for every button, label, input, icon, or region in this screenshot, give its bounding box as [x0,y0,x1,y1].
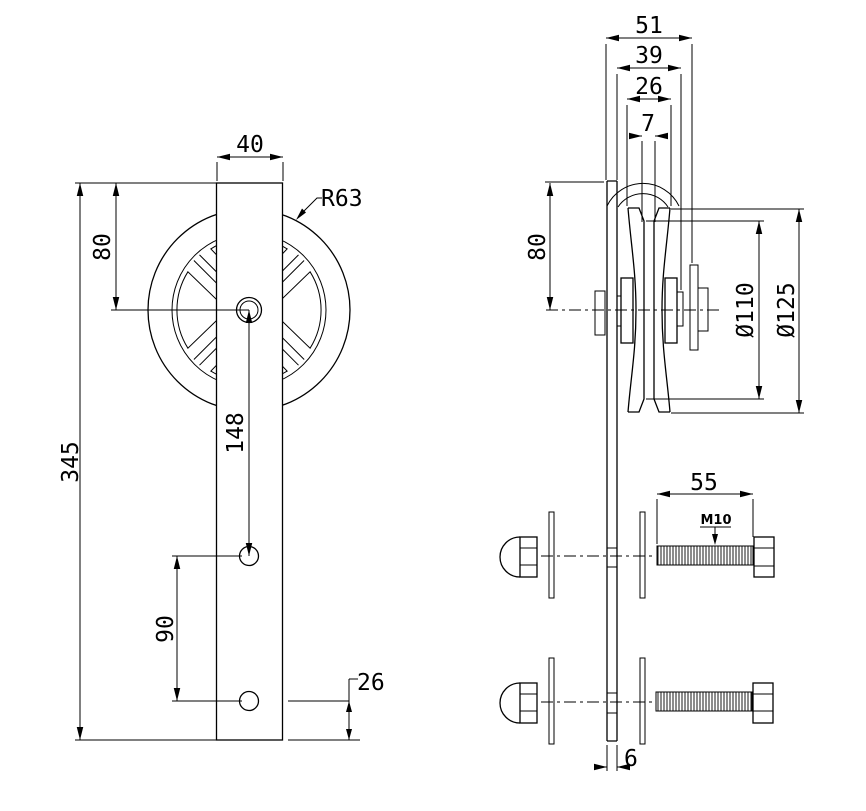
rail-inner-arc [617,193,669,208]
dim-side-inner-width-label: 39 [635,43,663,69]
dim-side-overall-width: 51 [605,13,693,263]
dome-nut-cap [499,682,521,724]
dim-side-groove-diameter: Ø110 [646,220,764,400]
dim-side-inner-width: 39 [616,43,682,290]
dim-front-hole-to-bottom: 26 [288,670,385,741]
dim-front-strap-length-label: 345 [58,441,84,483]
side-strap-plate [606,180,618,742]
dim-front-strap-width: 40 [216,132,284,181]
bolt-head [753,536,775,578]
mount-hole-lower [238,690,260,712]
washer-right [639,657,646,745]
dim-side-wheel-diameter: Ø125 [671,208,804,414]
dim-side-wheel-width-label: 26 [635,74,663,100]
dim-side-strap-thickness: 6 [594,745,638,772]
dim-bolt-length: 55 [656,470,754,544]
dim-side-strap-thickness-label: 6 [624,746,638,772]
front-view: 40 R63 345 80 148 [58,132,385,741]
axle-washer [689,264,699,351]
dim-side-groove-width: 7 [629,111,668,222]
bolt-thread [655,691,753,712]
bolt-head [752,682,774,724]
dim-front-hole-spacing-label: 90 [153,615,179,643]
side-view: 51 39 26 7 80 [499,13,804,772]
wheel-window-east [276,271,322,349]
axle-hub-stack [546,264,720,351]
dim-side-groove-diameter-label: Ø110 [733,282,759,337]
axle-back-spacer [594,290,606,336]
dome-nut-cap [499,536,521,578]
dim-side-groove-width-label: 7 [641,111,655,137]
fastener-set-upper: 55 M10 [499,470,775,599]
axle-collar-right [676,291,684,327]
dim-front-wheel-radius: R63 [296,186,363,220]
dim-front-axle-to-hole: 148 [223,310,253,556]
dim-side-top-to-axle-label: 80 [525,233,551,261]
dim-front-top-to-axle: 80 [90,183,249,311]
dim-front-wheel-radius-label: R63 [321,186,363,212]
bolt-thread [656,545,754,566]
thread-spec-label: M10 [700,513,731,528]
dim-side-overall-width-label: 51 [635,13,663,39]
washer-left [548,511,555,599]
dim-front-top-to-axle-label: 80 [90,233,116,261]
dome-nut-body [519,536,538,578]
dome-nut-body [519,682,538,724]
dim-bolt-length-label: 55 [690,470,718,496]
dim-front-strap-length: 345 [58,182,216,741]
dim-side-wheel-diameter-label: Ø125 [774,282,800,337]
dim-front-axle-to-hole-label: 148 [223,412,249,454]
dim-front-hole-to-bottom-label: 26 [357,670,385,696]
rail-outer-arc [606,183,680,207]
dim-side-wheel-width: 26 [626,74,672,206]
dim-front-strap-width-label: 40 [236,132,264,158]
dim-side-top-to-axle: 80 [525,181,604,310]
thread-spec-callout: M10 [700,513,732,545]
washer-left [548,657,555,745]
fastener-set-lower [499,657,774,745]
washer-right [639,511,646,599]
dim-front-hole-spacing: 90 [153,555,242,702]
